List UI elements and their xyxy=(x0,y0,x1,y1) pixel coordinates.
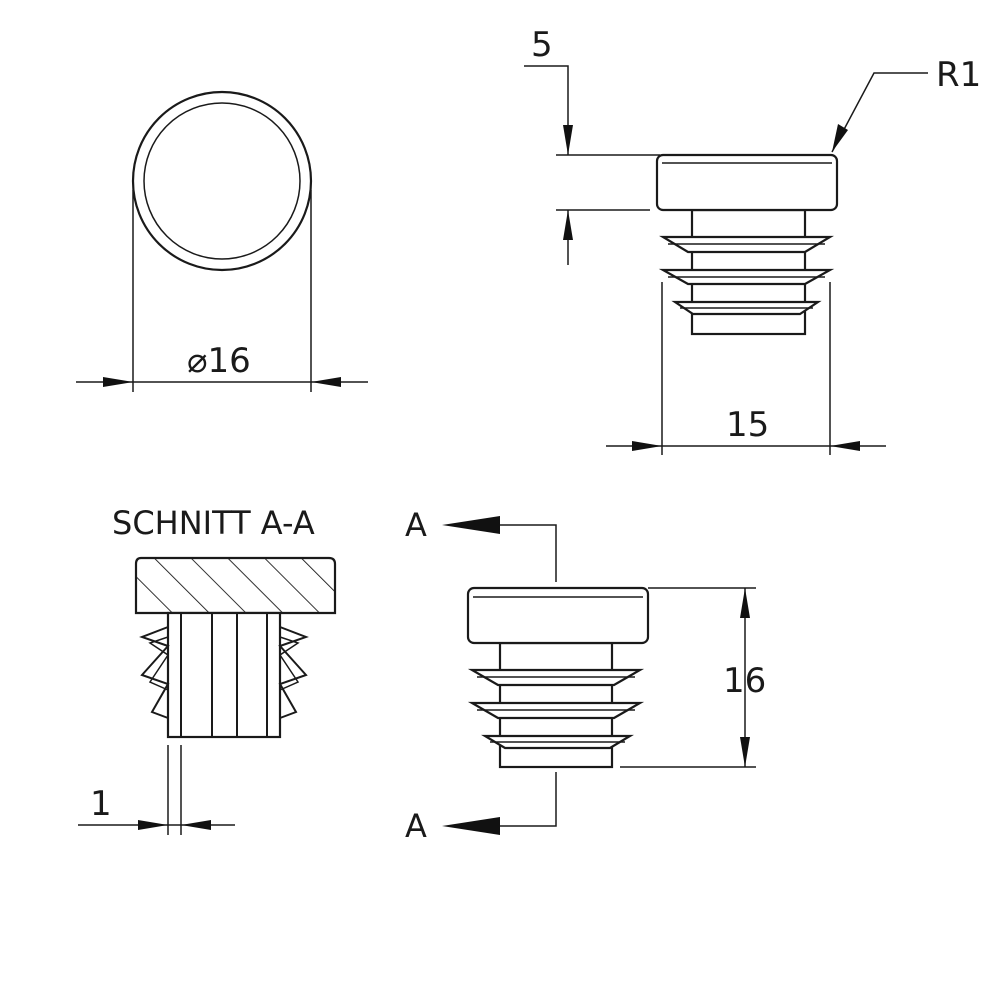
inner-circle xyxy=(143,102,301,260)
cut-line-top xyxy=(470,524,557,582)
arrow-wall-left xyxy=(138,820,168,830)
arrow-5-bottom xyxy=(563,210,573,240)
cut-label-top: A xyxy=(405,506,427,544)
fins-right xyxy=(278,626,309,719)
radius-label: R1 xyxy=(936,55,981,95)
wall-label: 1 xyxy=(90,784,112,824)
diameter-label: ⌀16 xyxy=(187,341,251,381)
cut-arrow-bottom xyxy=(442,817,500,835)
cut-label-bottom: A xyxy=(405,807,427,845)
leader-r1 xyxy=(831,72,928,153)
arrow-r1 xyxy=(832,124,848,152)
cut-arrow-top xyxy=(442,516,500,534)
height-label-5: 5 xyxy=(531,25,553,65)
width-label-15: 15 xyxy=(726,405,769,445)
arrow-16-top xyxy=(740,588,750,618)
arrow-5-top xyxy=(563,125,573,155)
section-title: SCHNITT A-A xyxy=(112,504,315,542)
section-view: SCHNITT A-A 1 xyxy=(78,504,337,835)
section-head xyxy=(134,556,337,615)
fins-left-inner xyxy=(148,636,170,691)
fins-left xyxy=(139,626,170,719)
section-bore xyxy=(166,611,282,739)
fins-right-inner xyxy=(278,636,300,691)
height-label-16: 16 xyxy=(723,661,766,701)
arrow-wall-right xyxy=(181,820,211,830)
arrow-left xyxy=(103,377,133,387)
arrow-right xyxy=(311,377,341,387)
top-view: ⌀16 xyxy=(76,90,368,392)
arrow-15-right xyxy=(830,441,860,451)
arrow-16-bottom xyxy=(740,737,750,767)
leader-5 xyxy=(524,65,569,155)
outer-circle xyxy=(131,90,313,272)
head xyxy=(655,153,839,212)
side-view: 5 R1 15 xyxy=(524,25,981,455)
front-view: A A 16 xyxy=(405,506,766,845)
cut-line-bottom xyxy=(470,772,557,827)
front-head xyxy=(466,586,650,645)
arrow-15-left xyxy=(632,441,662,451)
